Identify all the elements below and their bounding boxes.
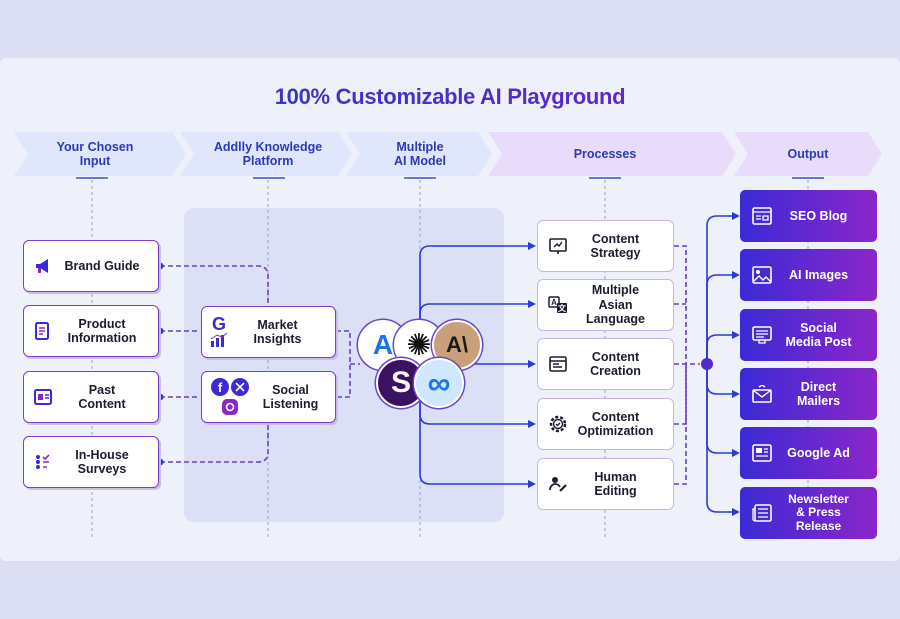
s-model-icon: S xyxy=(376,358,426,408)
header-arrow-2 xyxy=(180,132,352,176)
header-ai-model-label: Multiple AI Model xyxy=(393,140,447,168)
person-edit-icon xyxy=(548,474,568,494)
input-label: Product Information xyxy=(67,316,137,346)
input-label: In-House Surveys xyxy=(75,447,129,477)
header-processes: Processes xyxy=(502,132,708,176)
logo-glyph: ✺ xyxy=(406,328,432,362)
newsletter-icon xyxy=(752,504,772,522)
output-label: SEO Blog xyxy=(789,208,848,223)
process-content-strategy: Content Strategy xyxy=(537,220,674,272)
output-label: Social Media Post xyxy=(785,320,852,350)
header-arrow-1 xyxy=(14,132,186,176)
instagram-icon xyxy=(221,398,239,416)
platform-label: Social Listening xyxy=(262,382,319,412)
content-layout-icon xyxy=(32,386,54,408)
input-in-house-surveys: In-House Surveys xyxy=(23,436,159,488)
svg-text:f: f xyxy=(218,380,223,395)
output-seo-blog: SEO Blog xyxy=(740,190,877,242)
process-content-optimization: Content Optimization xyxy=(537,398,674,450)
output-direct-mailers: Direct Mailers xyxy=(740,368,877,420)
page-title: 100% Customizable AI Playground xyxy=(0,84,900,110)
platform-label: Market Insights xyxy=(253,317,302,347)
header-output-label: Output xyxy=(787,147,829,161)
logo-glyph: A xyxy=(372,329,394,360)
google-icon: G xyxy=(211,313,226,334)
social-post-icon xyxy=(752,326,772,344)
output-label: AI Images xyxy=(788,267,849,282)
header-processes-label: Processes xyxy=(573,147,637,161)
platform-social-listening: f Social Listening xyxy=(201,371,336,423)
document-icon xyxy=(32,320,54,342)
process-label: Content Strategy xyxy=(590,231,641,261)
svg-text:文: 文 xyxy=(558,303,567,313)
browser-icon xyxy=(548,354,568,374)
process-label: Content Creation xyxy=(590,349,641,379)
image-icon xyxy=(752,266,772,284)
facebook-icon: f xyxy=(211,378,229,396)
header-output: Output xyxy=(748,132,868,176)
output-label: Google Ad xyxy=(787,445,850,460)
header-arrow-4 xyxy=(488,132,736,176)
platform-panel xyxy=(184,208,504,522)
ad-icon xyxy=(752,444,772,462)
process-label: Multiple Asian Language xyxy=(585,283,646,327)
output-social-media-post: Social Media Post xyxy=(740,309,877,361)
svg-text:A: A xyxy=(551,298,557,307)
input-brand-guide: Brand Guide xyxy=(23,240,159,292)
header-platform: Addlly Knowledge Platform xyxy=(194,132,342,176)
strategy-board-icon xyxy=(548,236,568,256)
input-label: Past Content xyxy=(78,382,126,412)
bar-chart-icon xyxy=(210,333,228,348)
output-google-ad: Google Ad xyxy=(740,427,877,479)
blog-icon xyxy=(752,207,772,225)
platform-market-insights: G Market Insights xyxy=(201,306,336,358)
output-ai-images: AI Images xyxy=(740,249,877,301)
header-arrow-3 xyxy=(346,132,492,176)
logo-glyph: S xyxy=(390,366,411,399)
meta-icon: ∞ xyxy=(414,358,464,408)
input-label: Brand Guide xyxy=(64,258,140,273)
input-past-content: Past Content xyxy=(23,371,159,423)
gear-check-icon xyxy=(548,414,568,434)
header-input-label: Your Chosen Input xyxy=(56,140,134,168)
output-label: Direct Mailers xyxy=(796,379,841,409)
header-input: Your Chosen Input xyxy=(28,132,162,176)
header-platform-label: Addlly Knowledge Platform xyxy=(213,140,323,168)
megaphone-icon xyxy=(32,255,54,277)
output-label: Newsletter & Press Release xyxy=(788,491,849,533)
x-icon xyxy=(231,378,249,396)
logo-glyph: A\ xyxy=(446,332,468,357)
process-label: Content Optimization xyxy=(577,409,654,439)
mail-icon xyxy=(752,385,772,403)
process-label: Human Editing xyxy=(594,469,637,499)
input-product-information: Product Information xyxy=(23,305,159,357)
output-newsletter-press-release: Newsletter & Press Release xyxy=(740,487,877,539)
process-content-creation: Content Creation xyxy=(537,338,674,390)
header-arrow-5 xyxy=(734,132,882,176)
checklist-icon xyxy=(32,451,54,473)
process-human-editing: Human Editing xyxy=(537,458,674,510)
header-ai-model: Multiple AI Model xyxy=(360,132,480,176)
logo-glyph: ∞ xyxy=(427,364,451,401)
